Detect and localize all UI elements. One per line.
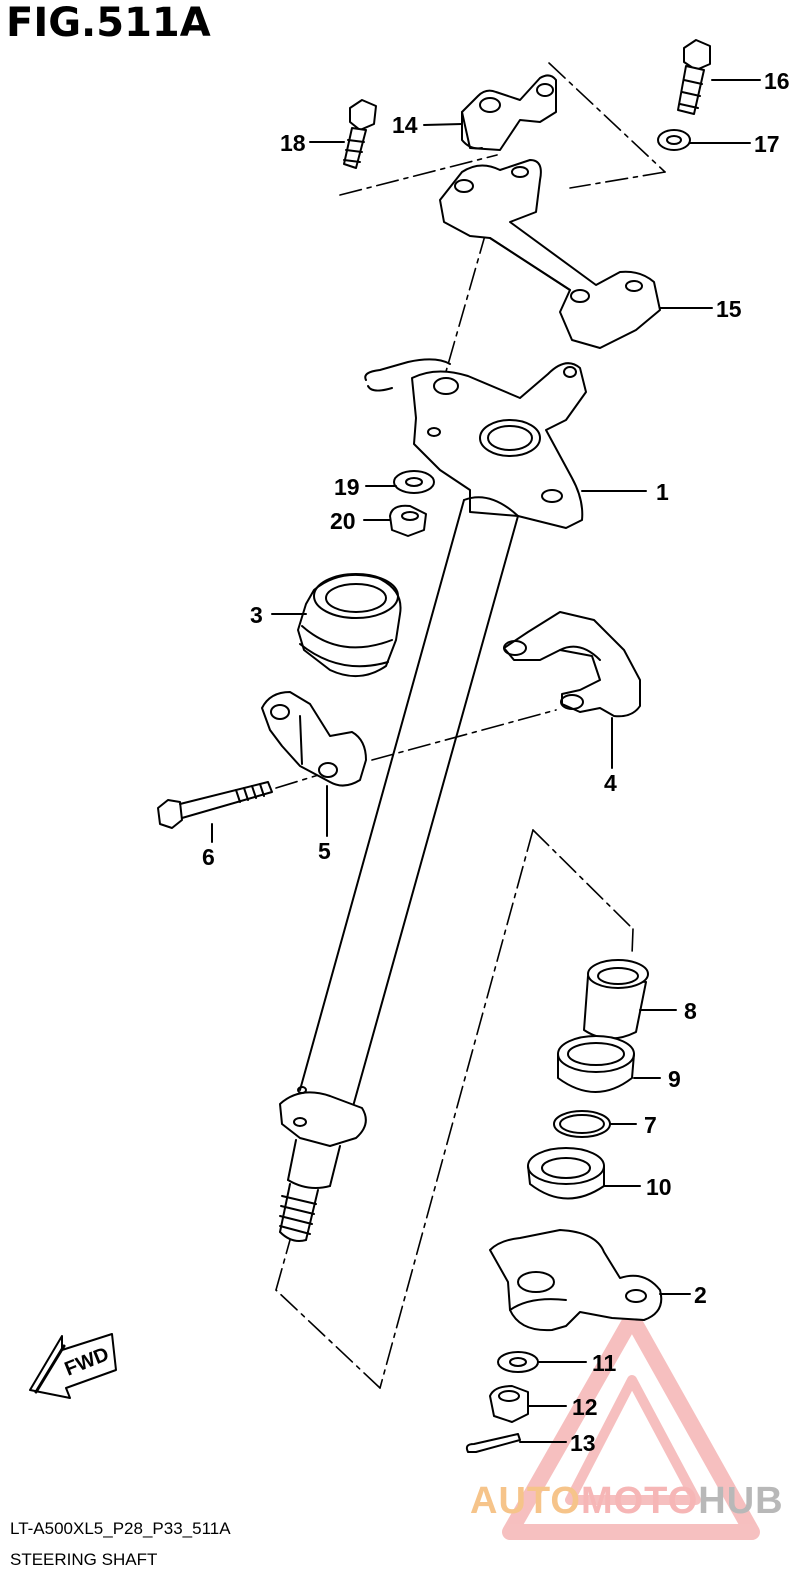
diagram-caption: STEERING SHAFT — [10, 1550, 158, 1569]
part-3-steering-shaft-seal[interactable] — [297, 573, 402, 677]
part-14-handlebar-clamp-upper[interactable] — [461, 74, 557, 151]
part-2-lower-bracket[interactable] — [489, 1229, 663, 1332]
part-6-long-bolt[interactable] — [157, 781, 273, 829]
callout-15[interactable]: 15 — [716, 296, 742, 322]
callout-5[interactable]: 5 — [318, 838, 331, 864]
callout-2[interactable]: 2 — [694, 1282, 707, 1308]
callout-3[interactable]: 3 — [250, 602, 263, 628]
callout-11[interactable]: 11 — [592, 1350, 617, 1376]
part-1-upper-bracket[interactable] — [364, 358, 587, 529]
part-4-shaft-holder[interactable] — [503, 611, 641, 718]
callout-9[interactable]: 9 — [668, 1066, 681, 1092]
model-code: LT-A500XL5_P28_P33_511A — [10, 1519, 231, 1538]
assembly-guide-lines — [275, 62, 666, 1389]
callout-18[interactable]: 18 — [280, 130, 306, 156]
part-8-bushing[interactable] — [583, 959, 649, 1040]
part-5-holder-clamp[interactable] — [261, 691, 367, 787]
callout-10[interactable]: 10 — [646, 1174, 672, 1200]
callout-7[interactable]: 7 — [644, 1112, 657, 1138]
figure-title: FIG.511A — [6, 0, 211, 46]
part-17-lock-washer[interactable] — [657, 129, 691, 151]
watermark-auto: AUTO — [470, 1480, 581, 1522]
part-18-bolt[interactable] — [343, 99, 377, 169]
callout-12[interactable]: 12 — [572, 1394, 598, 1420]
part-9-bearing[interactable] — [557, 1035, 635, 1093]
callout-17[interactable]: 17 — [754, 131, 780, 157]
watermark-wordmark: AUTOMOTOHUB — [470, 1480, 784, 1523]
callout-leader-lines — [211, 79, 761, 1443]
fwd-direction-arrow — [29, 1333, 117, 1399]
callout-1[interactable]: 1 — [656, 479, 669, 505]
watermark-triangle — [502, 1310, 760, 1540]
part-10-oil-seal[interactable] — [527, 1147, 605, 1200]
callout-13[interactable]: 13 — [570, 1430, 596, 1456]
part-11-washer[interactable] — [497, 1351, 539, 1373]
part-12-castle-nut[interactable] — [489, 1385, 529, 1423]
watermark-moto: MOTO — [580, 1480, 699, 1522]
callout-6[interactable]: 6 — [202, 844, 215, 870]
part-16-bolt[interactable] — [677, 39, 711, 115]
watermark-hub: HUB — [698, 1480, 784, 1522]
callout-20[interactable]: 20 — [330, 508, 356, 534]
part-7-o-ring[interactable] — [553, 1110, 611, 1138]
part-19-washer[interactable] — [393, 470, 435, 494]
part-15-handlebar-holder[interactable] — [439, 159, 661, 349]
part-13-cotter-pin[interactable] — [465, 1433, 521, 1453]
part-20-nut[interactable] — [389, 504, 427, 537]
callout-4[interactable]: 4 — [604, 770, 617, 796]
callout-16[interactable]: 16 — [764, 68, 790, 94]
steering-shaft-tube — [279, 496, 519, 1242]
callout-8[interactable]: 8 — [684, 998, 697, 1024]
callout-14[interactable]: 14 — [392, 112, 418, 138]
callout-19[interactable]: 19 — [334, 474, 360, 500]
